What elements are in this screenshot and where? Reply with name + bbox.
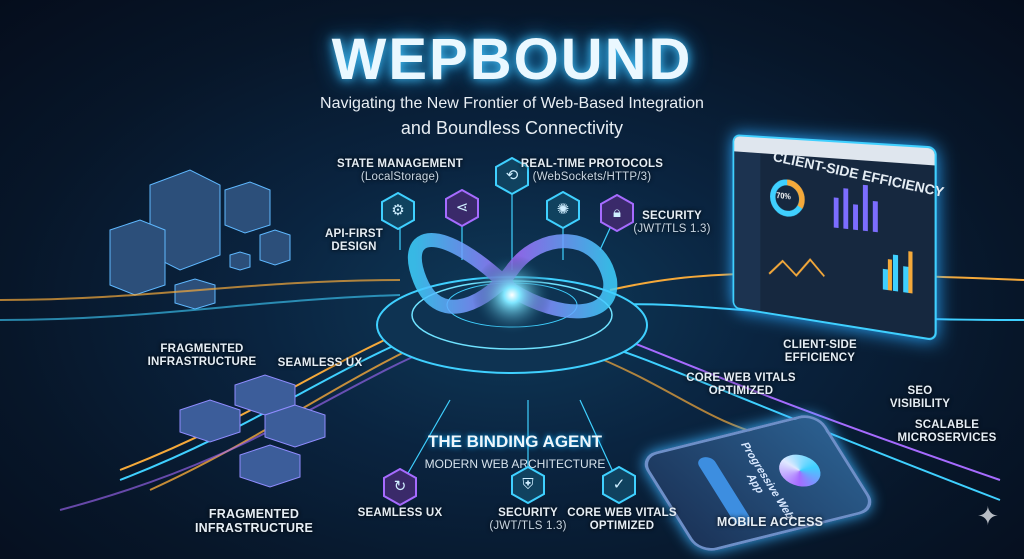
label-mobile-access: MOBILE ACCESS <box>716 515 824 529</box>
shield-icon: ⛨ <box>511 466 545 504</box>
subtitle-line-1: Navigating the New Frontier of Web-Based… <box>320 95 704 112</box>
binding-agent-subtitle: MODERN WEB ARCHITECTURE <box>424 457 606 471</box>
refresh-touch-icon: ↻ <box>383 468 417 506</box>
gear-icon: ⚙ <box>381 192 415 230</box>
subtitle-line-2: and Boundless Connectivity <box>400 118 624 138</box>
sync-icon: ⟲ <box>495 157 529 195</box>
label-state-management: STATE MANAGEMENT(LocalStorage) <box>336 158 464 183</box>
browser-logo-icon <box>771 450 828 491</box>
page-title: WEPBOUND <box>331 27 693 92</box>
label-seamless-ux-bottom: SEAMLESS UX <box>357 507 443 519</box>
chart-check-icon: ✓ <box>602 466 636 504</box>
share-icon: ⋖ <box>445 189 479 227</box>
network-hub-icon: ✺ <box>546 191 580 229</box>
label-real-time-protocols: REAL-TIME PROTOCOLS(WebSockets/HTTP/3) <box>520 158 664 183</box>
donut-value: 70% <box>776 191 791 202</box>
label-seamless-ux-mid: SEAMLESS UX <box>277 357 363 369</box>
sparkle-watermark-icon: ✦ <box>977 501 999 531</box>
label-security-top: SECURITY(JWT/TLS 1.3) <box>633 210 711 235</box>
modules-icons <box>179 374 326 488</box>
lock-icon: 🔒︎ <box>600 194 634 232</box>
server-rack-icons <box>109 169 291 310</box>
label-security-bottom: SECURITY(JWT/TLS 1.3) <box>489 507 567 532</box>
binding-agent-title: THE BINDING AGENT <box>427 432 603 451</box>
core-glow <box>472 255 552 335</box>
